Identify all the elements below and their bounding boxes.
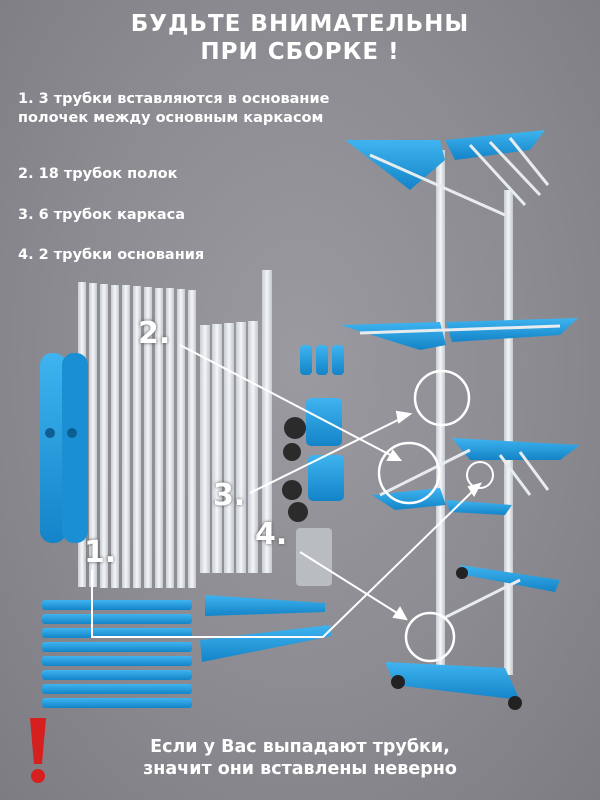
callout-2: 2. (138, 316, 171, 351)
warning-line-1: Если у Вас выпадают трубки, (150, 737, 450, 757)
shelf-brackets-stack (42, 600, 192, 708)
frame-tubes-bundle (200, 270, 272, 573)
warning-line-2: значит они вставлены неверно (143, 759, 457, 779)
pointer-arrows (91, 344, 483, 638)
title-line-1: БУДЬТЕ ВНИМАТЕЛЬНЫ (130, 11, 470, 37)
title-line-2: ПРИ СБОРКЕ ! (200, 39, 400, 65)
step-3-text: 3. 6 трубок каркаса (18, 207, 186, 223)
connectors-and-wheels (282, 345, 344, 522)
callout-4: 4. (255, 517, 288, 552)
step-1-text: 1. 3 трубки вставляются в основание поло… (18, 91, 330, 126)
warning-message: Если у Вас выпадают трубки, значит они в… (0, 736, 600, 780)
step-4-text: 4. 2 трубки основания (18, 247, 205, 263)
assembled-drying-rack (340, 130, 580, 710)
wing-brackets (200, 595, 332, 662)
screws-bag (296, 528, 332, 586)
page-title: БУДЬТЕ ВНИМАТЕЛЬНЫ ПРИ СБОРКЕ ! (0, 10, 600, 66)
exclamation-icon (30, 718, 46, 783)
step-2-text: 2. 18 трубок полок (18, 166, 178, 182)
callout-3: 3. (213, 478, 246, 513)
callout-1: 1. (84, 535, 117, 570)
blue-base-piece (40, 353, 88, 543)
